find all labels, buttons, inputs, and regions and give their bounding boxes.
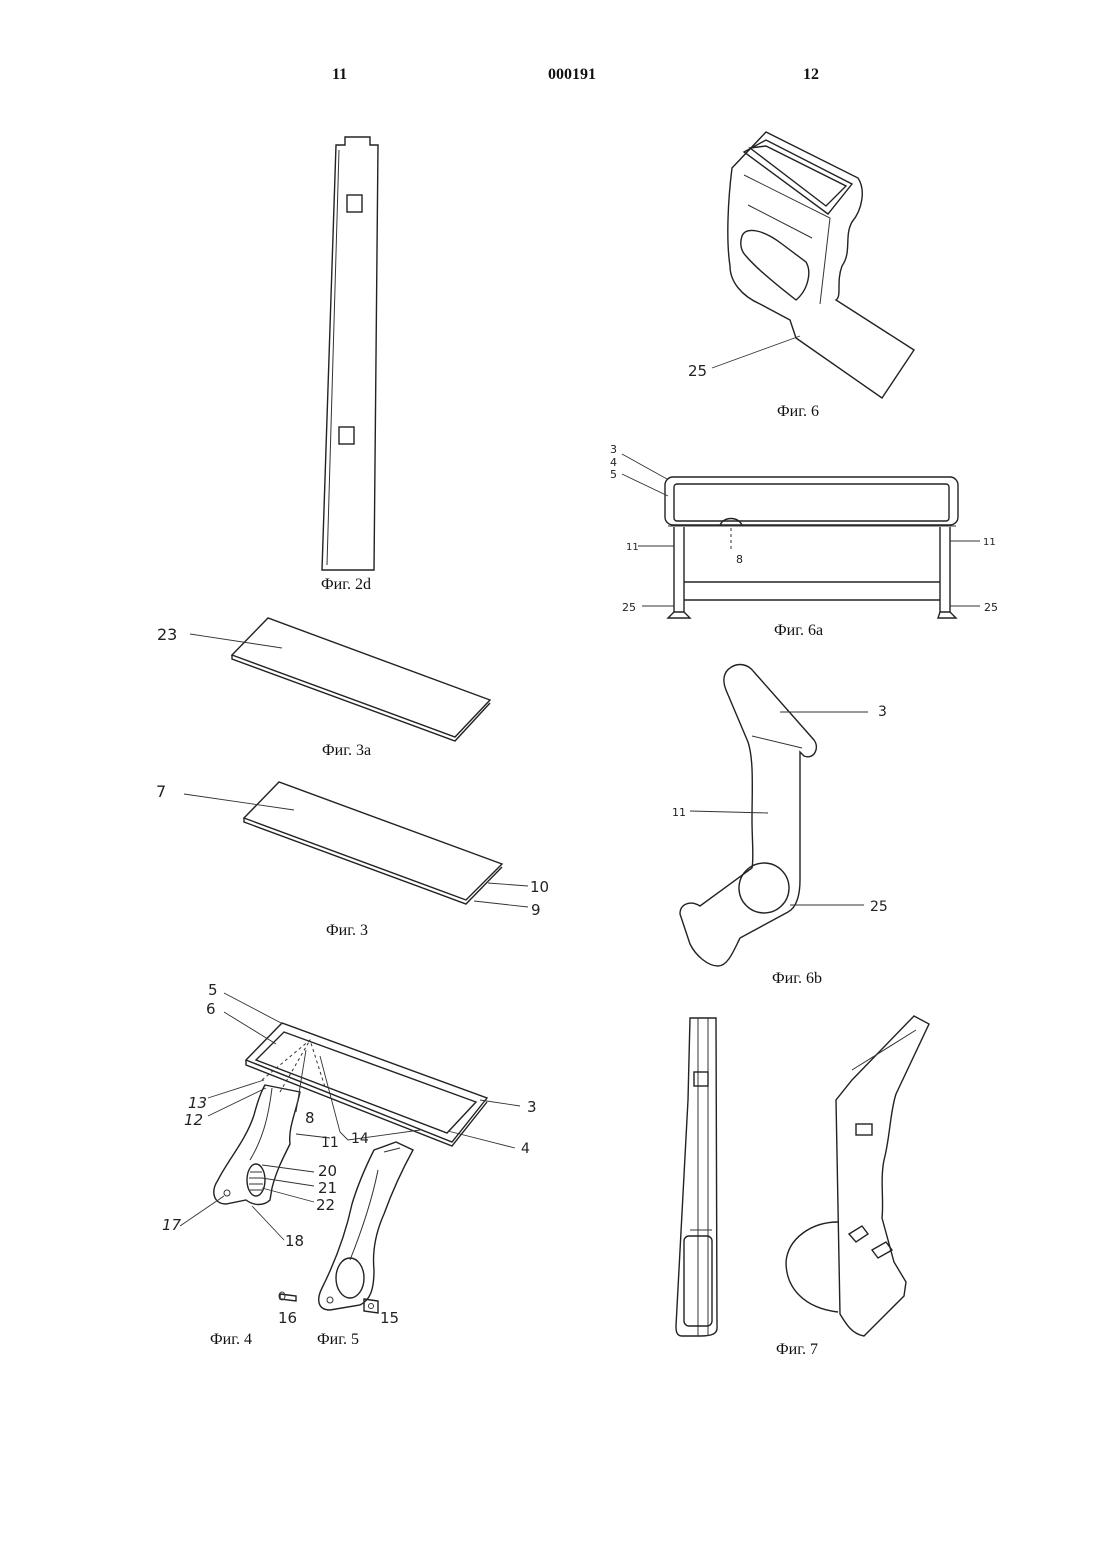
- fig-6a-drawing: 3 4 5 11 11 8 25 25: [610, 443, 998, 618]
- fig-4-label-14: 14: [351, 1131, 369, 1147]
- fig-6b-label-25: 25: [870, 899, 888, 915]
- fig-3a-label-23: 23: [157, 625, 177, 644]
- fig-3-label-10: 10: [530, 878, 549, 896]
- caption-fig-5: Фиг. 5: [317, 1331, 359, 1349]
- caption-fig-7: Фиг. 7: [776, 1341, 818, 1359]
- fig-6-label-25: 25: [688, 362, 707, 380]
- fig-6a-label-11-left: 11: [626, 542, 639, 553]
- fig-3-drawing: 7 10 9: [156, 782, 549, 919]
- fig-6a-label-8: 8: [736, 553, 743, 566]
- fig-4-label-4: 4: [521, 1141, 530, 1157]
- fig-4-label-17: 17: [162, 1216, 182, 1234]
- caption-fig-3a: Фиг. 3a: [322, 742, 371, 760]
- caption-fig-6b: Фиг. 6b: [772, 970, 822, 988]
- fig-4-label-11: 11: [321, 1135, 339, 1151]
- caption-fig-2d: Фиг. 2d: [321, 576, 371, 594]
- fig-6a-label-25-right: 25: [984, 601, 998, 614]
- caption-fig-6a: Фиг. 6a: [774, 622, 823, 640]
- fig-4-label-13: 13: [188, 1094, 207, 1112]
- fig-4-label-16: 16: [278, 1309, 297, 1327]
- fig-4-label-5: 5: [208, 981, 218, 999]
- caption-fig-4: Фиг. 4: [210, 1331, 252, 1349]
- fig-4-label-20: 20: [318, 1162, 337, 1180]
- fig-6-drawing: 25: [688, 132, 914, 398]
- fig-3-label-9: 9: [531, 901, 541, 919]
- fig-6b-drawing: 3 11 25: [672, 665, 888, 966]
- fig-4-label-15: 15: [380, 1309, 399, 1327]
- fig-3-label-7: 7: [156, 782, 166, 801]
- fig-6a-label-3: 3: [610, 443, 617, 456]
- fig-2d-drawing: [322, 137, 378, 570]
- fig-4-label-22: 22: [316, 1196, 335, 1214]
- fig-6b-label-11: 11: [672, 806, 686, 819]
- fig-6b-label-3: 3: [878, 704, 887, 720]
- fig-6a-label-11-right: 11: [983, 537, 996, 548]
- fig-4-label-8: 8: [305, 1109, 315, 1127]
- fig-4-label-18: 18: [285, 1232, 304, 1250]
- fig-4-label-21: 21: [318, 1179, 337, 1197]
- fig-4-label-3: 3: [527, 1098, 537, 1116]
- fig-4-drawing: 5 6 13 12 8 11 14 3 4 20 21 22 17 18 16 …: [162, 981, 537, 1327]
- fig-6a-label-5: 5: [610, 468, 617, 481]
- caption-fig-6: Фиг. 6: [777, 403, 819, 421]
- caption-fig-3: Фиг. 3: [326, 922, 368, 940]
- fig-4-label-12: 12: [184, 1111, 203, 1129]
- fig-3a-drawing: 23: [157, 618, 490, 741]
- fig-6a-label-25-left: 25: [622, 601, 636, 614]
- fig-4-label-6: 6: [206, 1000, 216, 1018]
- fig-7-drawing: [676, 1016, 929, 1336]
